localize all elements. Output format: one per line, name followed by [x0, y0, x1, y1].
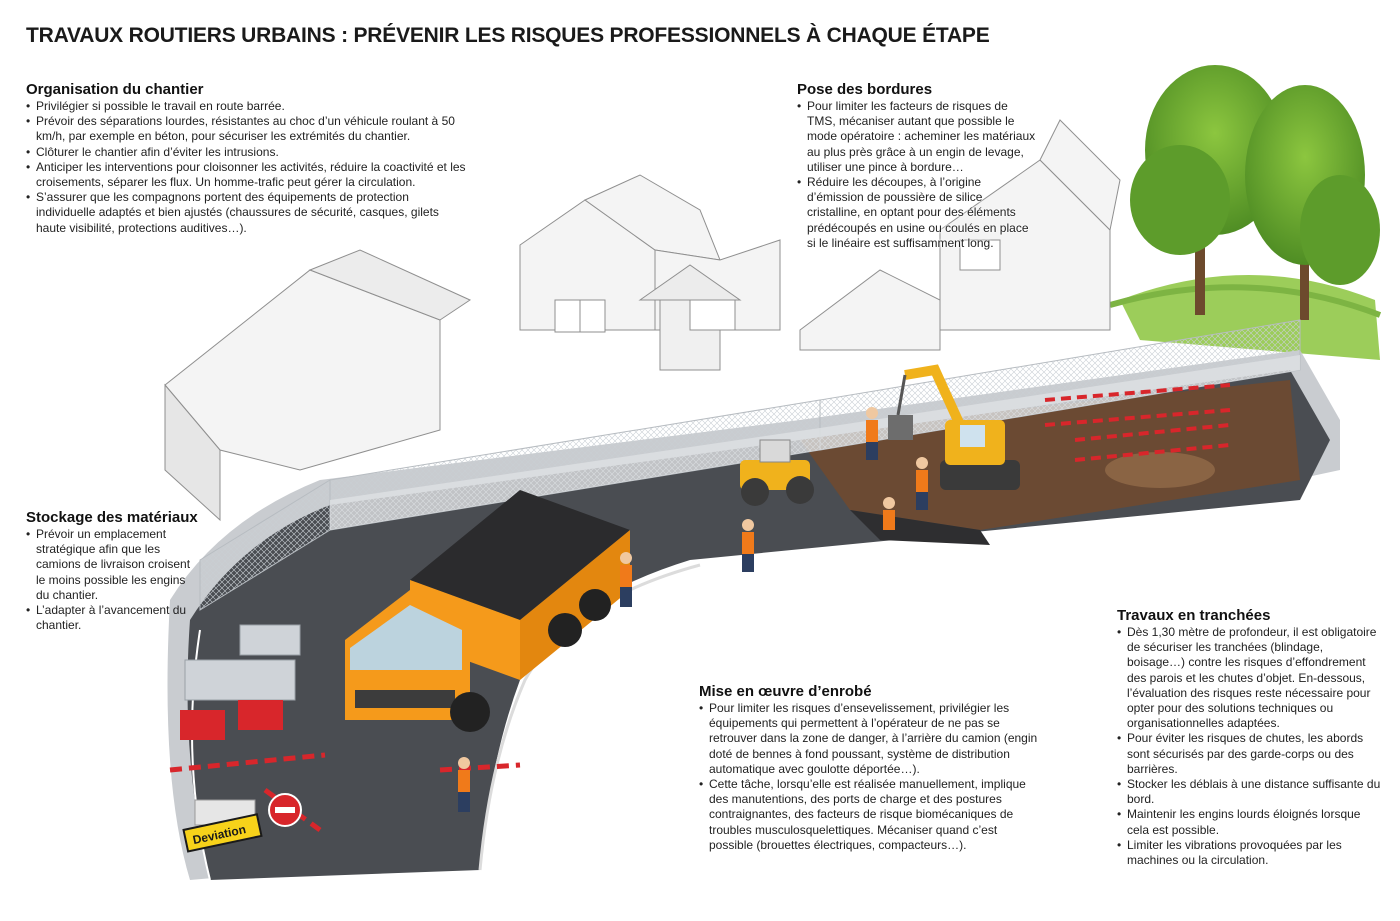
list-item: S’assurer que les compagnons portent des…: [26, 190, 466, 236]
section-organisation: Organisation du chantier Privilégier si …: [26, 81, 466, 236]
list-item: Prévoir un emplacement stratégique afin …: [26, 527, 201, 603]
list-item: Pour limiter les risques d’ensevelisseme…: [699, 701, 1039, 777]
section-tranchees: Travaux en tranchées Dès 1,30 mètre de p…: [1117, 607, 1382, 868]
list-item: Limiter les vibrations provoquées par le…: [1117, 838, 1382, 868]
section-enrobe: Mise en œuvre d’enrobé Pour limiter les …: [699, 683, 1039, 853]
list-item: Clôturer le chantier afin d’éviter les i…: [26, 145, 466, 160]
section-heading: Travaux en tranchées: [1117, 607, 1271, 624]
list-item: Anticiper les interventions pour cloison…: [26, 160, 466, 190]
list-item: Pour limiter les facteurs de risques de …: [797, 99, 1037, 175]
materials-stock: [180, 624, 301, 826]
roller: [740, 439, 814, 506]
list-item: Privilégier si possible le travail en ro…: [26, 99, 466, 114]
section-list: Dès 1,30 mètre de profondeur, il est obl…: [1117, 625, 1382, 868]
truck: [345, 490, 630, 732]
entrance-barriers: [169, 752, 521, 833]
page-title: TRAVAUX ROUTIERS URBAINS : PRÉVENIR LES …: [26, 24, 990, 47]
list-item: Prévoir des séparations lourdes, résista…: [26, 114, 466, 144]
section-heading: Mise en œuvre d’enrobé: [699, 683, 872, 700]
trench-barriers: [1044, 383, 1231, 462]
trees: [1130, 65, 1380, 320]
workers: [458, 407, 928, 812]
section-list: Prévoir un emplacement stratégique afin …: [26, 527, 201, 633]
section-list: Pour limiter les facteurs de risques de …: [797, 99, 1037, 251]
list-item: Stocker les déblais à une distance suffi…: [1117, 777, 1382, 807]
list-item: Maintenir les engins lourds éloignés lor…: [1117, 807, 1382, 837]
section-heading: Stockage des matériaux: [26, 509, 198, 526]
section-list: Pour limiter les risques d’ensevelisseme…: [699, 701, 1039, 853]
list-item: Réduire les découpes, à l’origine d’émis…: [797, 175, 1037, 251]
section-bordures: Pose des bordures Pour limiter les facte…: [797, 81, 1037, 251]
list-item: L’adapter à l’avancement du chantier.: [26, 603, 201, 633]
site-fence: [199, 319, 1301, 611]
section-stockage: Stockage des matériaux Prévoir un emplac…: [26, 509, 201, 633]
list-item: Pour éviter les risques de chutes, les a…: [1117, 731, 1382, 777]
list-item: Dès 1,30 mètre de profondeur, il est obl…: [1117, 625, 1382, 731]
section-list: Privilégier si possible le travail en ro…: [26, 99, 466, 236]
section-heading: Pose des bordures: [797, 81, 933, 98]
houses: [164, 119, 1121, 522]
section-heading: Organisation du chantier: [26, 81, 204, 98]
excavator: [888, 364, 1020, 490]
list-item: Cette tâche, lorsqu’elle est réalisée ma…: [699, 777, 1039, 853]
